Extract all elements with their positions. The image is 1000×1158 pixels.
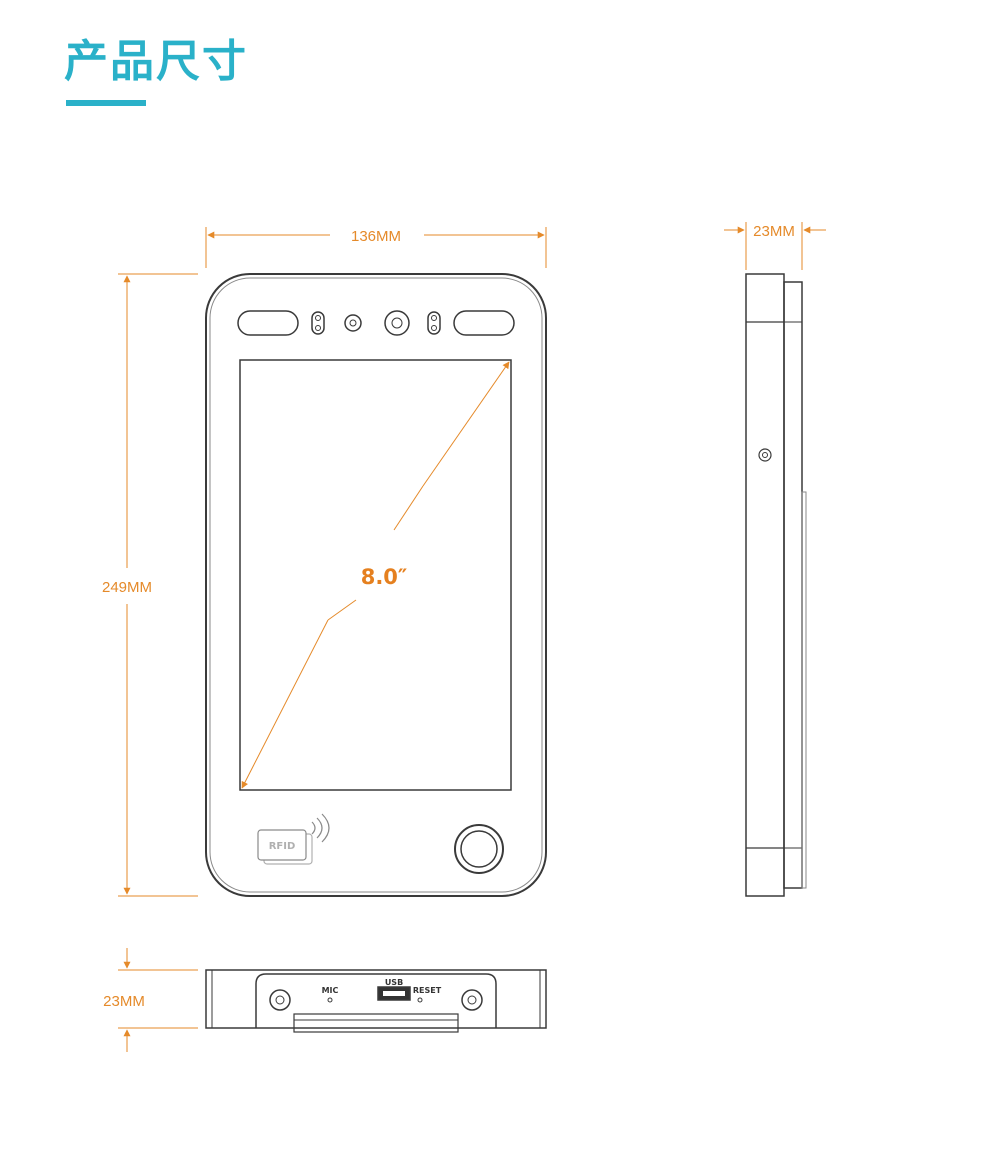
right-ir-led [427,311,441,335]
left-sensor-window [237,310,299,336]
side-depth-label: 23MM [753,223,795,240]
small-camera [344,314,362,332]
bottom-view: MIC USB RESET [205,969,547,1033]
bottom-depth-dimension: 23MM [103,948,198,1052]
title-underline [66,100,146,106]
usb-label: USB [385,978,403,987]
width-dimension: 136MM [205,227,547,268]
main-camera [384,310,410,336]
page-title: 产品尺寸 [64,36,248,87]
right-sensor-window [453,310,515,336]
rfid-area: RFID [257,813,330,865]
bottom-depth-label: 23MM [103,993,145,1010]
left-mount-hole-icon [269,989,291,1011]
rfid-label: RFID [269,841,296,852]
height-dimension: 249MM [102,273,198,897]
fingerprint-sensor [454,824,504,874]
rfid-wave-icon [311,821,316,835]
reset-hole-icon [417,997,423,1003]
right-mount-hole-icon [461,989,483,1011]
side-screw-icon [758,448,772,462]
reset-label: RESET [413,986,442,995]
mic-label: MIC [322,986,339,995]
side-view [745,273,807,897]
width-label: 136MM [351,228,401,245]
height-label: 249MM [102,579,152,596]
screen [239,359,512,791]
side-depth-dimension: 23MM [724,222,826,270]
mic-hole-icon [327,997,333,1003]
left-ir-led [311,311,325,335]
screen-diagonal-label: 8.0″ [361,565,408,589]
screen-diagonal: 8.0″ [241,361,510,789]
front-view [205,273,547,897]
